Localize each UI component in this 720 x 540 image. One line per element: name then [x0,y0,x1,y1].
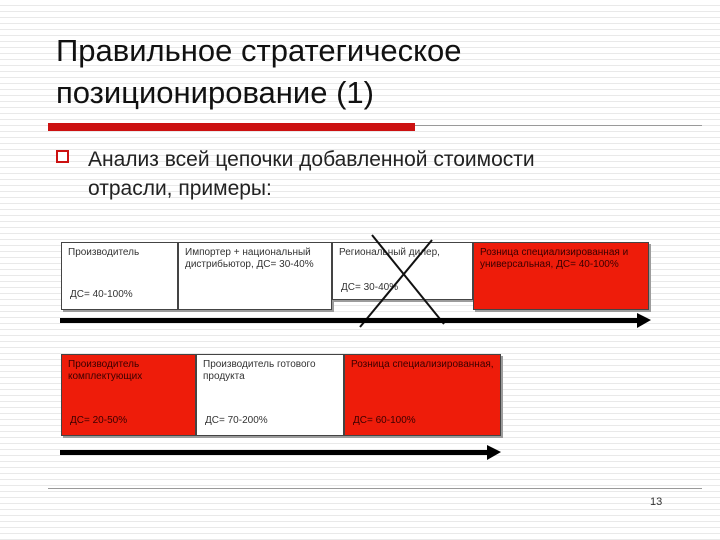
box-label: Производитель [68,247,140,258]
value-chain-arrow-2 [60,445,501,460]
chain-box-regional-dealer: Региональный дилер, ДС= 30-40% [332,242,473,300]
bullet-line-2: отрасли, примеры: [88,177,272,200]
cross-line-2 [359,239,433,328]
footer-divider [48,488,702,489]
checkbox-bullet-icon [56,150,69,163]
cross-out-icon [359,234,445,328]
chain-box-importer: Импортер + национальный дистрибьютор, ДС… [178,242,332,310]
cross-line-1 [371,234,445,325]
box-label: Производитель готового продукта [203,359,316,382]
chain-box-finished-product-producer: Производитель готового продукта ДС= 70-2… [196,354,344,436]
box-label: Региональный дилер, [339,247,440,258]
box-ds: ДС= 40-100% [70,289,133,300]
box-ds: ДС= 70-200% [205,415,268,426]
title-line-1: Правильное стратегическое [56,33,462,68]
title-text: Правильное стратегическое позиционирован… [56,30,696,114]
title-line-2: позиционирование (1) [56,75,374,110]
box-label: Импортер + национальный дистрибьютор, ДС… [185,247,314,270]
box-label: Производитель комплектующих [68,359,143,382]
chain-box-producer: Производитель ДС= 40-100% [61,242,178,310]
chain-box-retail: Розница специализированная и универсальн… [473,242,649,310]
chain-box-specialized-retail: Розница специализированная, ДС= 60-100% [344,354,501,436]
bullet-text: Анализ всей цепочки добавленной стоимост… [88,145,698,203]
box-ds: ДС= 30-40% [341,282,399,293]
box-label: Розница специализированная, [351,359,494,370]
value-chain-arrow-1 [60,313,651,328]
box-ds: ДС= 20-50% [70,415,128,426]
box-label: Розница специализированная и универсальн… [480,247,629,270]
page-number: 13 [650,496,663,508]
chain-box-component-producer: Производитель комплектующих ДС= 20-50% [61,354,196,436]
box-ds: ДС= 60-100% [353,415,416,426]
title-accent-bar [48,123,415,131]
bullet-line-1: Анализ всей цепочки добавленной стоимост… [88,148,535,171]
